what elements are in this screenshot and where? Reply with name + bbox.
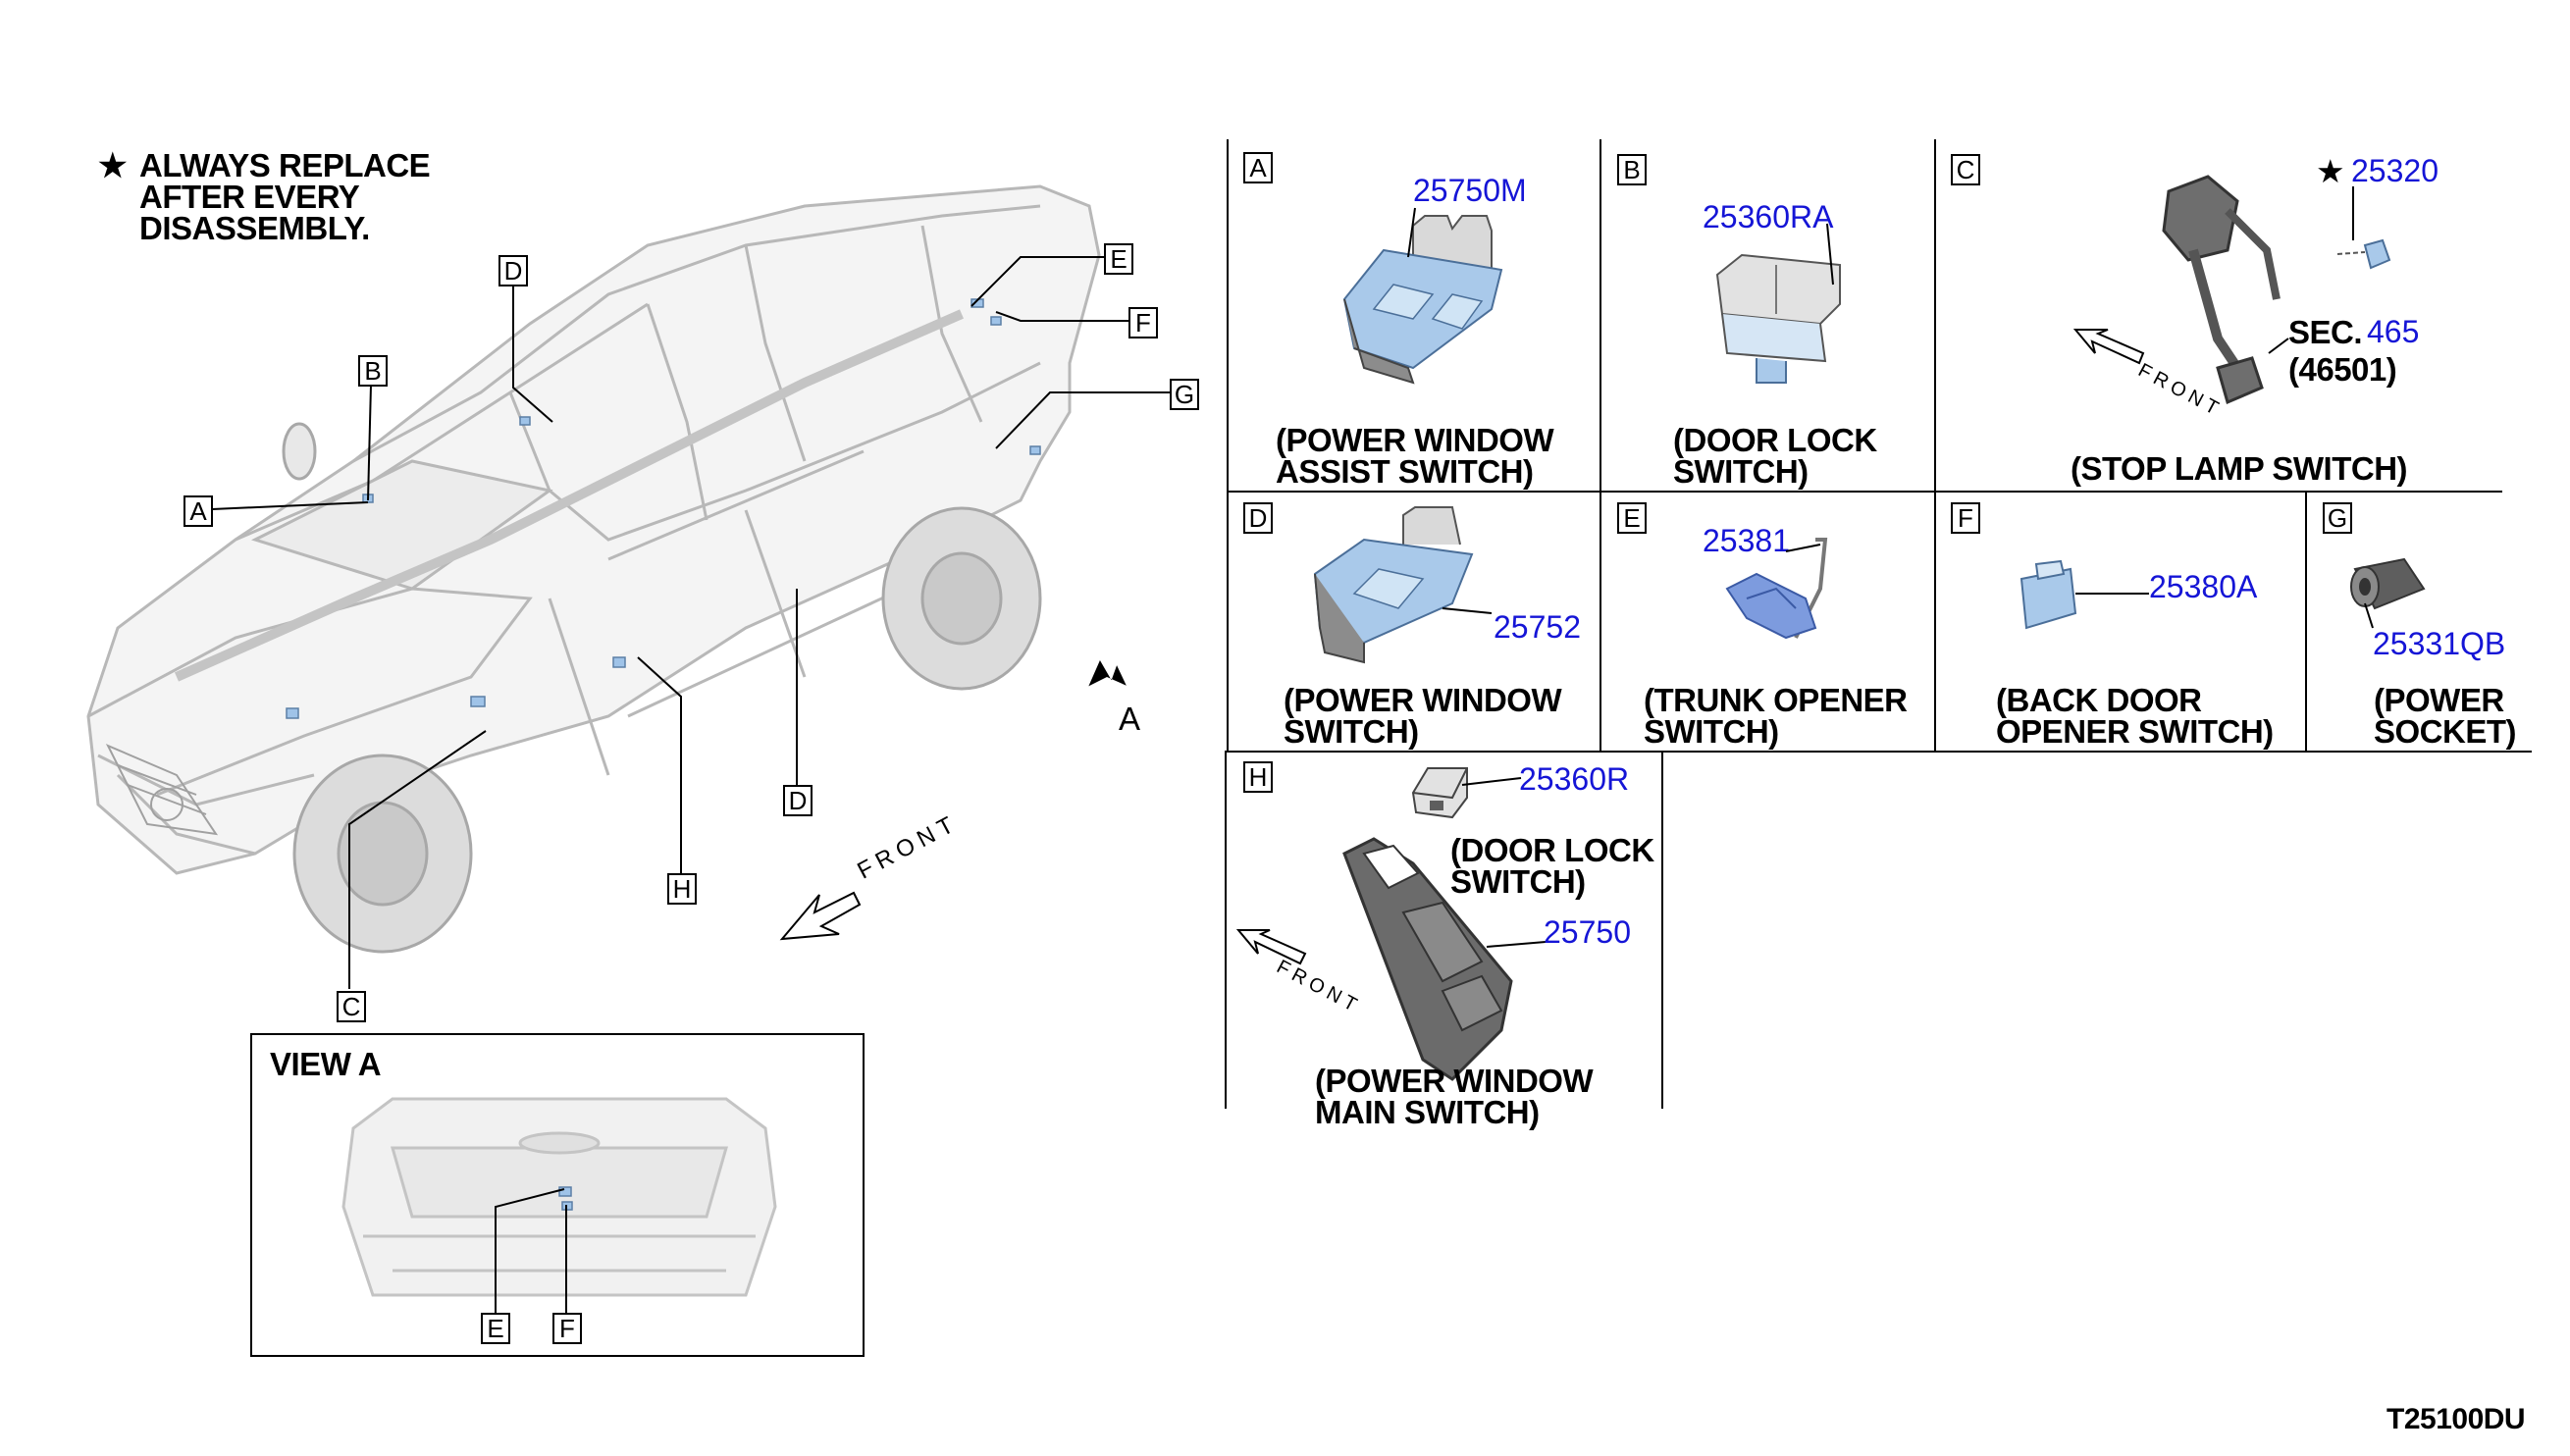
panel-d-switch-illustration: [1313, 506, 1474, 664]
panel-f-switch-illustration: [2019, 559, 2077, 630]
panel-e-part-number: 25381: [1703, 523, 1790, 558]
panel-e-desc-1: (TRUNK OPENER: [1644, 682, 1908, 718]
panel-f-letter: F: [1951, 502, 1980, 534]
panel-h-main-switch-illustration: [1342, 837, 1513, 1081]
panel-c-part-number: 25320: [2351, 153, 2439, 188]
figure-code: T25100DU: [2386, 1403, 2526, 1435]
callout-e: E: [1104, 243, 1133, 275]
panel-c-sec-number: 465: [2367, 314, 2420, 349]
panel-g-socket-illustration: [2350, 557, 2426, 610]
grid-line-bc: [1934, 139, 1936, 493]
view-a-title: VIEW A: [270, 1046, 382, 1082]
panel-a-letter: A: [1243, 152, 1273, 183]
arrow-a-label: A: [1119, 701, 1140, 737]
panel-d-desc-1: (POWER WINDOW: [1284, 682, 1562, 718]
panel-a-part-number: 25750M: [1413, 173, 1527, 208]
panel-b-desc-2: SWITCH): [1673, 453, 1809, 490]
view-a-callout-f: F: [552, 1313, 582, 1344]
grid-line-ef: [1934, 491, 1936, 751]
panel-c-pedal-illustration: [2162, 175, 2391, 405]
callout-b: B: [358, 355, 388, 387]
callout-h: H: [667, 873, 697, 905]
panel-b-part-number: 25360RA: [1703, 199, 1834, 234]
panel-g-part-number: 25331QB: [2373, 626, 2506, 661]
grid-line-row1: [1227, 491, 2502, 493]
panel-h-desc1-line-1: (DOOR LOCK: [1450, 832, 1654, 868]
panel-a-desc-1: (POWER WINDOW: [1276, 422, 1554, 458]
panel-h-part-number-1: 25360R: [1519, 761, 1630, 797]
panel-d-desc-2: SWITCH): [1284, 713, 1419, 750]
panel-h-desc1-line-2: SWITCH): [1450, 863, 1586, 900]
callout-g: G: [1170, 379, 1199, 410]
note-line-1: ALWAYS REPLACE: [139, 147, 431, 183]
grid-line-h-right: [1661, 751, 1663, 1109]
note-star: ★: [98, 147, 128, 183]
panel-f-part-number: 25380A: [2149, 569, 2258, 604]
panel-a-desc-2: ASSIST SWITCH): [1276, 453, 1534, 490]
panel-c-star: ★: [2316, 153, 2345, 189]
view-a-frame: [250, 1033, 865, 1357]
callout-c: C: [337, 991, 366, 1022]
panel-g-letter: G: [2323, 502, 2352, 534]
note-line-2: AFTER EVERY: [139, 179, 360, 215]
grid-line-h-left: [1225, 751, 1227, 1109]
panel-g-desc-2: SOCKET): [2374, 713, 2517, 750]
callout-d-top: D: [498, 255, 528, 286]
panel-h-door-lock-illustration: [1411, 767, 1468, 819]
panel-c-letter: C: [1951, 154, 1980, 185]
callout-d-bottom: D: [783, 785, 813, 816]
view-a-callout-e: E: [481, 1313, 510, 1344]
panel-d-letter: D: [1243, 502, 1273, 534]
panel-b-letter: B: [1617, 154, 1647, 185]
panel-f-desc-1: (BACK DOOR: [1996, 682, 2202, 718]
panel-h-desc2-line-1: (POWER WINDOW: [1315, 1063, 1594, 1099]
callout-f: F: [1128, 307, 1158, 338]
panel-e-letter: E: [1617, 502, 1647, 534]
panel-h-letter: H: [1243, 761, 1273, 793]
panel-d-part-number: 25752: [1494, 609, 1581, 645]
panel-c-sec-sub: (46501): [2288, 351, 2397, 388]
note-line-3: DISASSEMBLY.: [139, 210, 370, 246]
grid-line-left: [1227, 139, 1229, 753]
panel-f-desc-2: OPENER SWITCH): [1996, 713, 2274, 750]
panel-a-switch-illustration: [1342, 215, 1503, 385]
panel-g-desc-1: (POWER: [2374, 682, 2504, 718]
panel-b-switch-illustration: [1715, 253, 1841, 384]
panel-h-desc2-line-2: MAIN SWITCH): [1315, 1094, 1540, 1130]
grid-line-ab: [1600, 139, 1601, 751]
panel-b-desc-1: (DOOR LOCK: [1673, 422, 1877, 458]
view-a-rear-illustration: [341, 1097, 777, 1297]
panel-e-opener-illustration: [1725, 538, 1828, 640]
callout-a: A: [184, 495, 213, 527]
panel-c-desc: (STOP LAMP SWITCH): [2071, 450, 2408, 487]
panel-c-sec-prefix: SEC.: [2288, 314, 2363, 350]
grid-line-row2: [1227, 751, 2532, 753]
grid-line-fg: [2305, 491, 2307, 751]
panel-e-desc-2: SWITCH): [1644, 713, 1779, 750]
panel-h-part-number-2: 25750: [1544, 914, 1631, 950]
